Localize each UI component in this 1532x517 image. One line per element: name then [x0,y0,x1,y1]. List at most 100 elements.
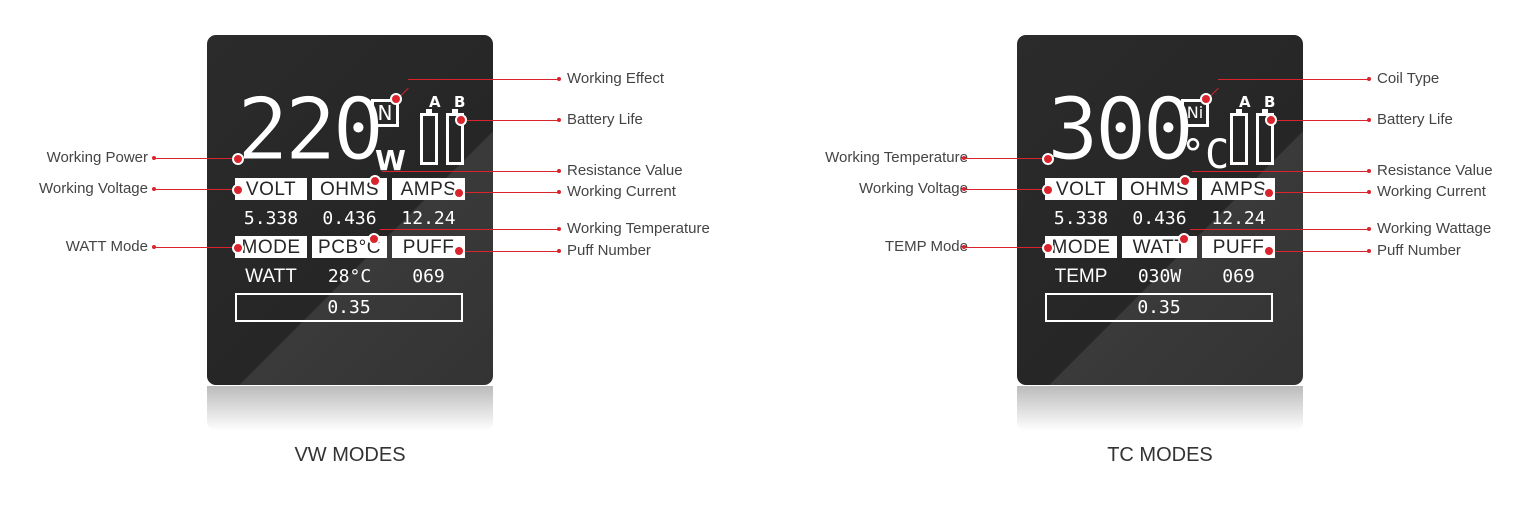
callout-working-current: Working Current [1377,183,1486,200]
callout-dot [1263,187,1275,199]
callout-line [154,247,234,248]
callout-resistance-value: Resistance Value [1377,162,1493,179]
battery-b-icon [446,109,464,165]
volt-label: VOLT [235,178,307,200]
tc-display-screen: 300 Ni °C A B VOLT OHMS AMPS 5.338 0.436… [1017,35,1303,385]
vw-display-screen: 220 N W A B VOLT OHMS AMPS 5.338 0.436 1… [207,35,493,385]
callout-temp-mode: TEMP Mode [884,238,968,255]
callout-line [154,189,234,190]
ohms-value: 0.436 [322,208,377,229]
coil-type-indicator: N [371,99,399,127]
screen-reflection [1017,386,1303,431]
callout-end [557,190,561,194]
celsius-unit: °C [1181,132,1230,178]
mode-label: MODE [235,236,307,258]
callout-line [154,158,234,159]
callout-end [1367,249,1371,253]
callout-battery-life: Battery Life [567,111,643,128]
callout-working-wattage: Working Wattage [1377,220,1492,237]
tc-modes-diagram: 300 Ni °C A B VOLT OHMS AMPS 5.338 0.436… [810,0,1532,517]
ohms-label: OHMS [312,178,387,200]
working-temperature-value: 300 [1046,80,1194,180]
vw-modes-diagram: 220 N W A B VOLT OHMS AMPS 5.338 0.436 1… [39,35,710,466]
pcb-temp-value: 28°C [327,266,372,287]
ohms-label: OHMS [1122,178,1197,200]
callout-line [1190,229,1369,230]
volt-label: VOLT [1045,178,1117,200]
callout-dot [1178,233,1190,245]
resistance-bar: 0.35 [235,293,463,322]
callout-coil-type: Coil Type [1377,70,1440,87]
callout-working-voltage: Working Voltage [39,180,148,197]
callout-line [1218,79,1369,80]
battery-b-label: B [454,93,466,111]
callout-dot [453,245,465,257]
watt-unit: W [375,144,406,177]
callout-working-voltage: Working Voltage [859,180,968,197]
callout-battery-life: Battery Life [1377,111,1453,128]
callout-line [380,229,559,230]
vw-modes-caption: VW MODES [294,444,406,466]
callout-puff-number: Puff Number [1377,242,1461,259]
callout-line [964,247,1044,248]
coil-type-indicator: Ni [1181,99,1209,127]
puff-value: 069 [1222,266,1255,287]
voltage-value: 5.338 [1053,208,1109,229]
callout-working-temperature: Working Temperature [825,149,968,166]
tc-modes-caption: TC MODES [1107,444,1213,466]
callout-working-effect: Working Effect [567,70,664,87]
callout-line [408,79,559,80]
callout-end [1367,227,1371,231]
callout-line [462,251,559,252]
callout-dot [369,175,381,187]
callout-dot [368,233,380,245]
callout-dot [1042,153,1054,165]
mode-value: WATT [245,266,297,287]
callout-end [557,77,561,81]
callout-dot [455,114,467,126]
callout-dot [1179,175,1191,187]
callout-end [557,227,561,231]
puff-label: PUFF [392,236,465,258]
callout-end [1367,190,1371,194]
callout-dot [390,93,402,105]
mode-value: TEMP [1054,266,1108,287]
callout-dot [232,184,244,196]
wattage-value: 030W [1137,266,1182,287]
battery-a-label: A [429,93,441,111]
callout-line [1272,192,1369,193]
working-power-value: 220 [236,80,384,180]
callout-dot [1042,242,1054,254]
callout-end [1367,77,1371,81]
callout-line [382,171,559,172]
callout-dot [1042,184,1054,196]
callout-working-power: Working Power [46,149,148,166]
callout-line [964,189,1044,190]
mode-label: MODE [1045,236,1117,258]
callout-watt-mode: WATT Mode [65,238,148,255]
callout-end [557,249,561,253]
callout-line [1272,120,1369,121]
callout-line [462,192,559,193]
ohms-value: 0.436 [1132,208,1187,229]
callout-dot [232,242,244,254]
callout-line [964,158,1044,159]
resistance-bar: 0.35 [1045,293,1273,322]
callout-dot [1265,114,1277,126]
amps-label: AMPS [392,178,465,200]
callout-resistance-value: Resistance Value [567,162,683,179]
callout-end [1367,118,1371,122]
callout-end [1367,169,1371,173]
callout-end [557,169,561,173]
callout-dot [453,187,465,199]
callout-line [1192,171,1369,172]
puff-value: 069 [412,266,445,287]
callout-dot [1200,93,1212,105]
callout-dot [232,153,244,165]
puff-label: PUFF [1202,236,1275,258]
battery-a-icon [1230,109,1248,165]
battery-a-icon [420,109,438,165]
voltage-value: 5.338 [243,208,299,229]
battery-b-label: B [1264,93,1276,111]
amps-value: 12.24 [1211,208,1266,229]
